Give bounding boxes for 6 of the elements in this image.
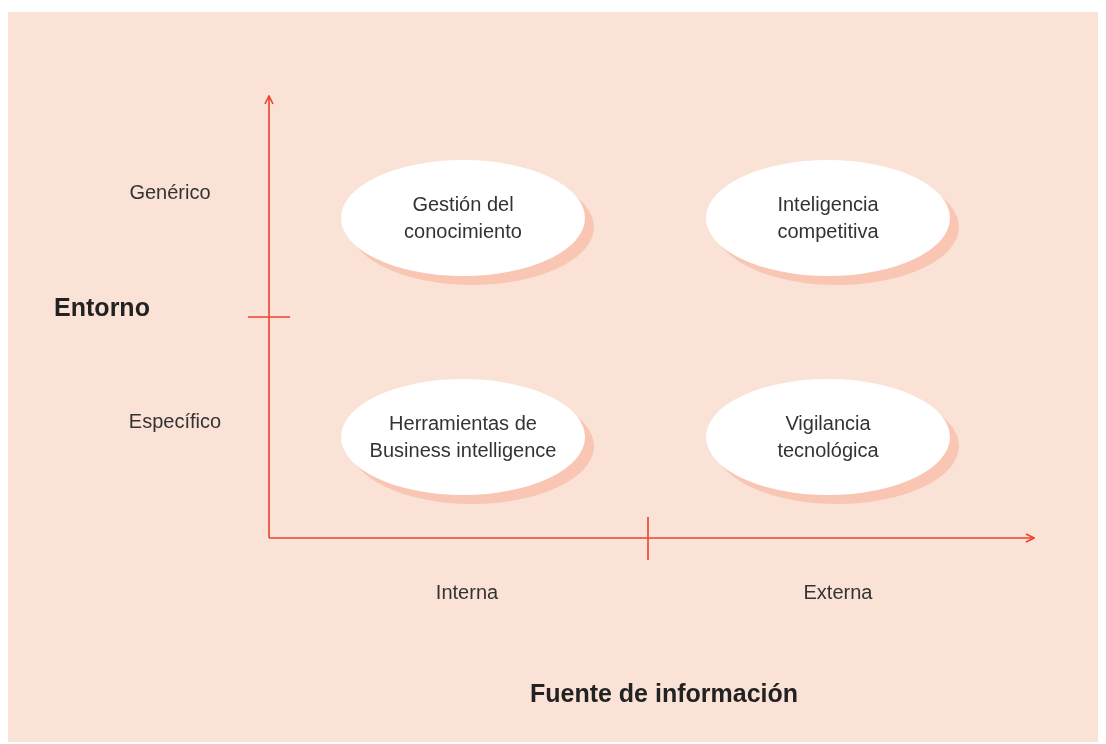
axis-category-label: Interna — [435, 580, 499, 604]
axis-category-label: Genérico — [129, 180, 211, 204]
axis-category-label: Externa — [803, 580, 873, 604]
axis-title: Entorno — [54, 292, 150, 322]
axis-title: Fuente de información — [529, 678, 799, 708]
axis-category-label: Específico — [128, 409, 222, 433]
